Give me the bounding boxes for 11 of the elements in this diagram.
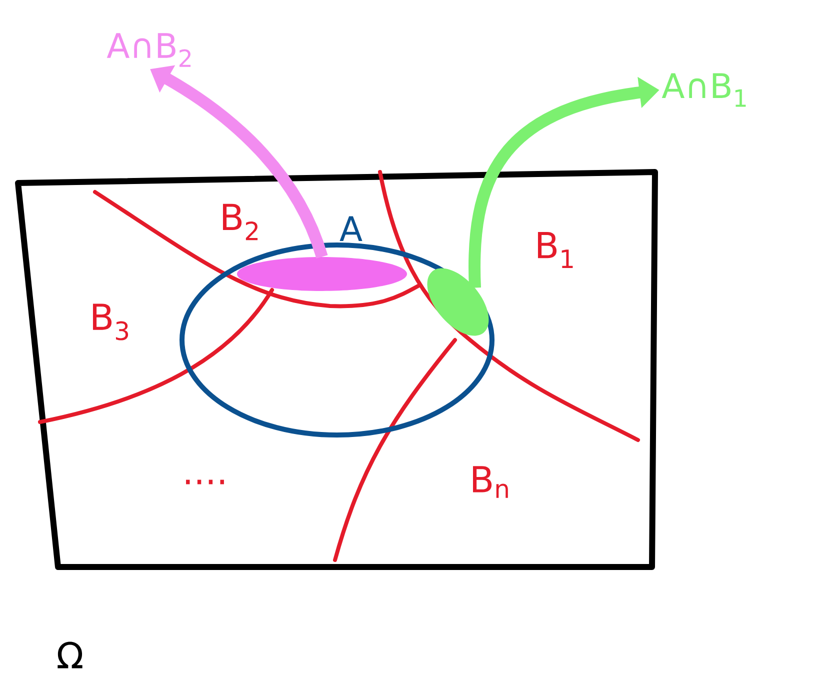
set-label: B$_{3}$ bbox=[92, 304, 128, 340]
shaded-region bbox=[427, 268, 489, 336]
ellipsis: .... bbox=[186, 480, 224, 484]
intersection-label: A∩B$_{2}$ bbox=[106, 33, 191, 67]
set-label: B$_{1}$ bbox=[538, 232, 573, 268]
set-label: B$_{n}$ bbox=[473, 466, 508, 498]
intersection-label: A∩B$_{1}$ bbox=[662, 73, 746, 107]
set-label: B$_{2}$ bbox=[222, 204, 258, 240]
sample-space-label: Ω bbox=[58, 642, 82, 668]
node-label: A bbox=[340, 216, 362, 241]
shaded-region bbox=[237, 257, 407, 291]
